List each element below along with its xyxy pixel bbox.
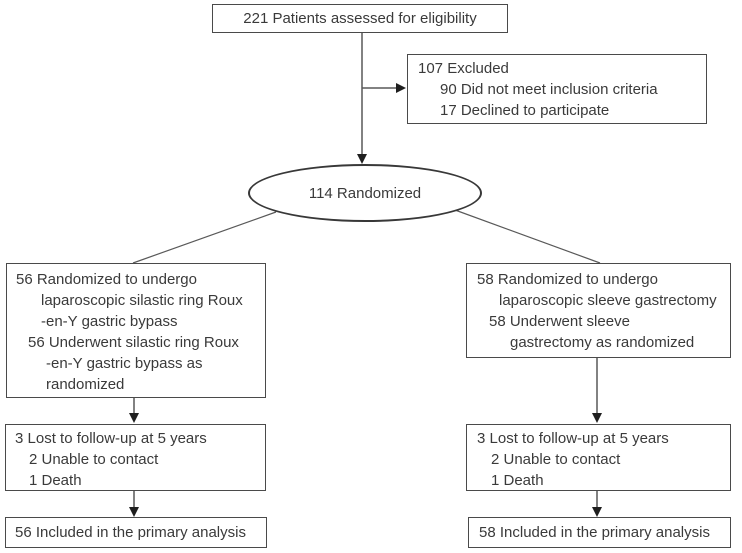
bypass-followup-line: 2 Unable to contact: [29, 451, 159, 468]
excluded-box: 107 Excluded 90 Did not meet inclusion c…: [407, 54, 707, 124]
assessed-label: 221 Patients assessed for eligibility: [243, 10, 477, 27]
sleeve-arm-line: 58 Randomized to undergo: [477, 271, 658, 288]
bypass-arm-box: 56 Randomized to undergo laparoscopic si…: [6, 263, 266, 398]
sleeve-arm-line: 58 Underwent sleeve: [489, 313, 630, 330]
excluded-declined-line: 17 Declined to participate: [440, 102, 610, 119]
assessed-for-eligibility-box: 221 Patients assessed for eligibility: [212, 4, 508, 33]
bypass-followup-box: 3 Lost to follow-up at 5 years 2 Unable …: [5, 424, 266, 491]
bypass-arm-line: 56 Randomized to undergo: [16, 271, 197, 288]
arrowhead-bypass-followup: [129, 413, 139, 423]
bypass-arm-line: 56 Underwent silastic ring Roux: [28, 334, 239, 351]
sleeve-followup-line: 1 Death: [491, 472, 544, 489]
sleeve-followup-box: 3 Lost to follow-up at 5 years 2 Unable …: [466, 424, 731, 491]
bypass-analysis-label: 56 Included in the primary analysis: [15, 524, 246, 541]
sleeve-primary-analysis-box: 58 Included in the primary analysis: [468, 517, 731, 548]
connector-randomized-to-sleeve: [454, 209, 601, 264]
bypass-arm-line: -en-Y gastric bypass: [41, 313, 178, 330]
sleeve-followup-line: 2 Unable to contact: [491, 451, 621, 468]
arrowhead-bypass-analysis: [129, 507, 139, 517]
connector-randomized-to-bypass: [132, 211, 277, 264]
sleeve-arm-box: 58 Randomized to undergo laparoscopic sl…: [466, 263, 731, 358]
arrowhead-excluded: [396, 83, 406, 93]
excluded-total-line: 107 Excluded: [418, 60, 509, 77]
excluded-inclusion-criteria-line: 90 Did not meet inclusion criteria: [440, 81, 658, 98]
arrowhead-randomized: [357, 154, 367, 164]
sleeve-analysis-label: 58 Included in the primary analysis: [479, 524, 710, 541]
sleeve-arm-line: laparoscopic sleeve gastrectomy: [499, 292, 717, 309]
sleeve-followup-line: 3 Lost to follow-up at 5 years: [477, 430, 669, 447]
bypass-arm-line: laparoscopic silastic ring Roux: [41, 292, 243, 309]
arrowhead-sleeve-analysis: [592, 507, 602, 517]
randomized-label: 114 Randomized: [308, 184, 422, 202]
bypass-arm-line: randomized: [46, 376, 125, 393]
bypass-followup-line: 3 Lost to follow-up at 5 years: [15, 430, 207, 447]
bypass-arm-line: -en-Y gastric bypass as: [46, 355, 203, 372]
bypass-followup-line: 1 Death: [29, 472, 82, 489]
bypass-primary-analysis-box: 56 Included in the primary analysis: [5, 517, 267, 548]
arrowhead-sleeve-followup: [592, 413, 602, 423]
sleeve-arm-line: gastrectomy as randomized: [510, 334, 695, 351]
randomized-ellipse: 114 Randomized: [248, 164, 482, 222]
